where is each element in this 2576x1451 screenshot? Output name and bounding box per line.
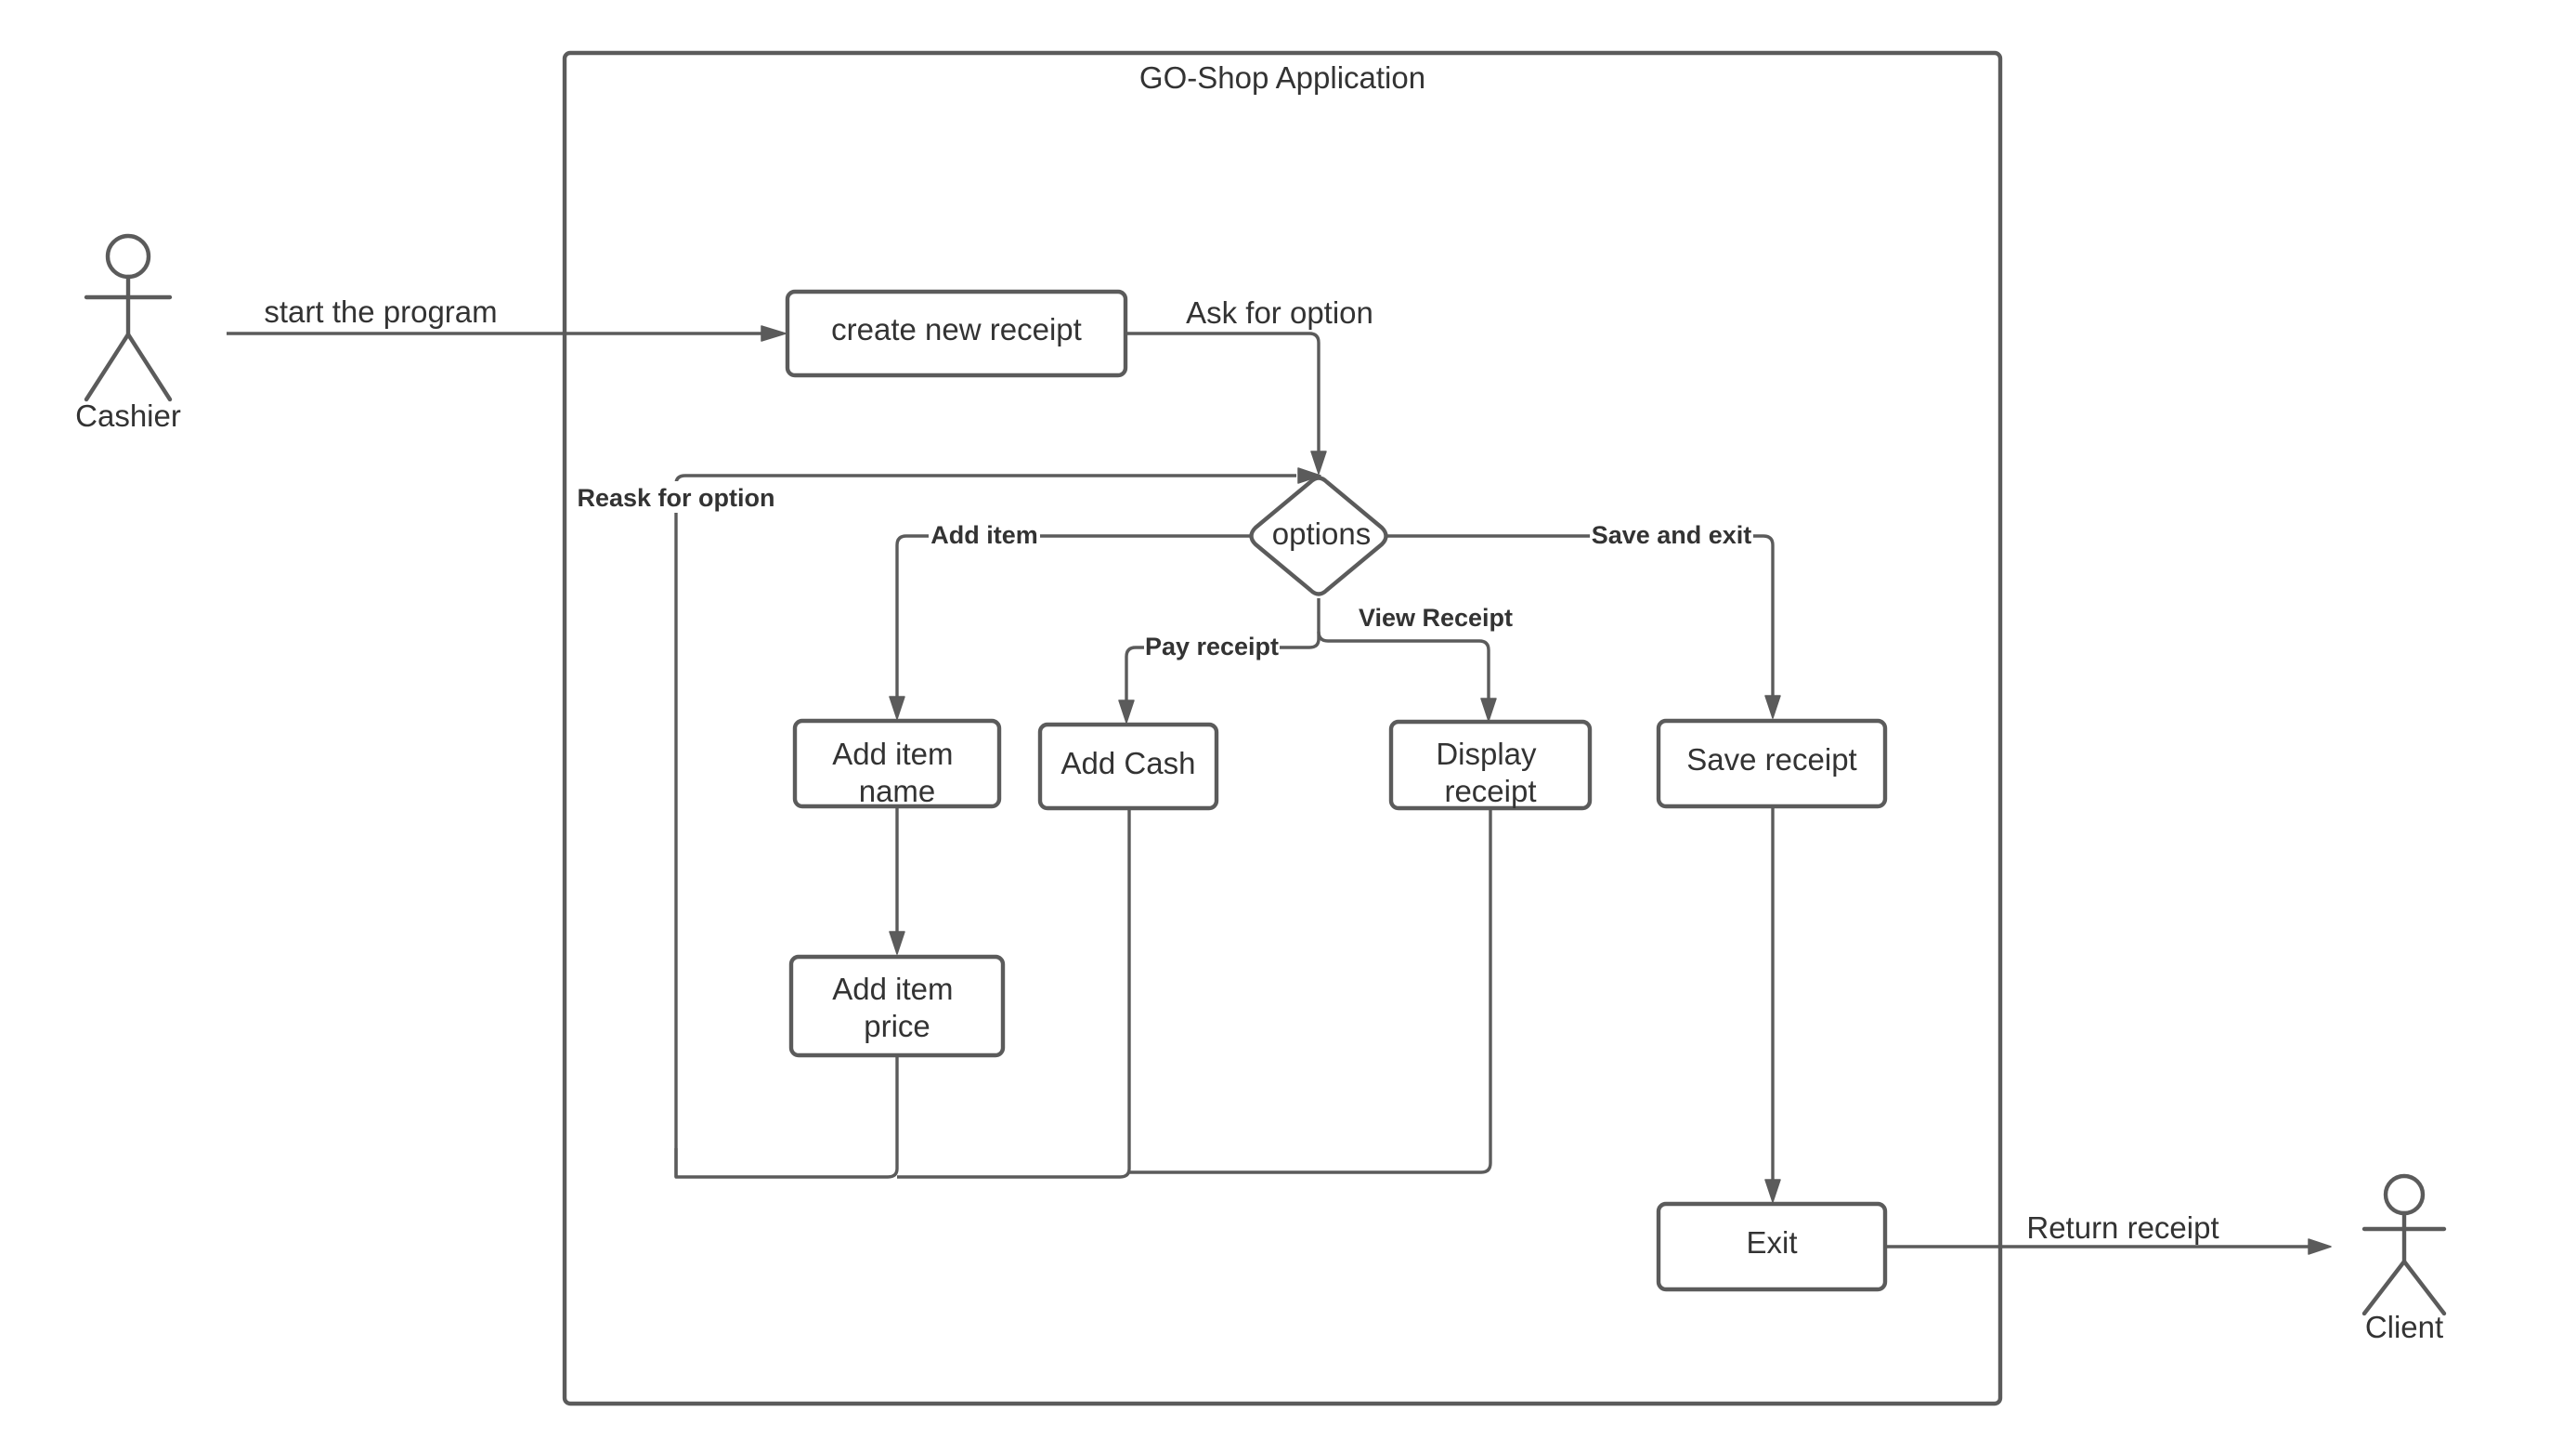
save-receipt-box <box>1656 718 1888 809</box>
edge-save-exit <box>1382 534 1775 698</box>
system-title: GO-Shop Application <box>1139 60 1425 95</box>
exit-box <box>1656 1201 1888 1292</box>
arrowhead-save-to-exit <box>1764 1179 1781 1203</box>
arrowhead-add-item <box>889 696 905 720</box>
label-return-receipt: Return receipt <box>2026 1210 2218 1245</box>
add-item-price-box <box>788 954 1006 1058</box>
exit-node: Exit <box>1656 1201 1888 1292</box>
arrowhead-save-exit <box>1764 695 1781 719</box>
edge-return-from-cash <box>897 808 1131 1179</box>
add-item-price-label: Add item price <box>832 972 961 1043</box>
create-receipt-node: create new receipt <box>785 289 1128 378</box>
system-boundary <box>562 50 2003 1406</box>
options-label: options <box>1272 516 1371 551</box>
connectors <box>227 325 2332 1255</box>
create-receipt-label: create new receipt <box>831 312 1082 346</box>
display-receipt-line-2: receipt <box>1444 774 1536 808</box>
add-item-price-node: Add item price <box>788 954 1006 1058</box>
label-bg-pay-receipt <box>1144 632 1280 663</box>
label-bg-save-exit <box>1590 520 1753 552</box>
display-receipt-box <box>1388 719 1593 811</box>
edge-view-receipt <box>1317 631 1490 700</box>
add-item-name-line-2: name <box>859 774 936 808</box>
label-reask-option: Reask for option <box>577 484 774 512</box>
options-diamond <box>1249 476 1388 596</box>
options-node: options <box>1249 476 1388 596</box>
client-head <box>2383 1173 2426 1216</box>
add-item-name-box <box>792 718 1002 809</box>
arrowhead-start <box>761 325 787 342</box>
edge-return-from-display <box>1129 808 1492 1174</box>
add-item-name-line-1: Add item <box>832 737 953 771</box>
label-save-exit: Save and exit <box>1592 521 1752 549</box>
add-cash-node: Add Cash <box>1037 722 1219 811</box>
edge-labels: start the program Ask for option Reask f… <box>264 294 2218 1245</box>
client-left-leg <box>2361 1259 2407 1316</box>
edge-ask-option <box>1122 332 1321 453</box>
label-bg-reask <box>576 481 776 513</box>
display-receipt-node: Display receipt <box>1388 719 1593 811</box>
cashier-left-leg <box>84 332 131 402</box>
label-view-receipt: View Receipt <box>1359 604 1513 632</box>
add-item-name-label: Add item name <box>832 737 961 808</box>
label-add-item: Add item <box>930 521 1038 549</box>
client-right-leg <box>2401 1259 2447 1316</box>
cashier-right-leg <box>125 332 173 402</box>
arrowhead-return-receipt <box>2308 1238 2332 1255</box>
edge-return-from-price <box>674 1056 899 1179</box>
client-label: Client <box>2365 1310 2443 1344</box>
create-receipt-box <box>785 289 1128 378</box>
add-item-name-node: Add item name <box>792 718 1002 809</box>
label-ask-option: Ask for option <box>1186 295 1373 330</box>
add-cash-label: Add Cash <box>1061 746 1196 780</box>
arrowhead-pay-receipt <box>1118 699 1135 724</box>
display-receipt-label: Display receipt <box>1436 737 1544 808</box>
display-receipt-line-1: Display <box>1436 737 1537 771</box>
save-receipt-label: Save receipt <box>1686 742 1856 777</box>
arrowhead-name-to-price <box>889 931 905 955</box>
add-cash-box <box>1037 722 1219 811</box>
save-receipt-node: Save receipt <box>1656 718 1888 809</box>
add-item-price-line-1: Add item <box>832 972 953 1006</box>
arrowhead-ask-option <box>1310 451 1327 475</box>
label-bg-add-item <box>929 520 1040 552</box>
edge-add-item <box>895 534 1255 699</box>
cashier-actor: Cashier <box>75 233 181 433</box>
arrowhead-view-receipt <box>1480 698 1497 722</box>
cashier-head <box>105 233 151 280</box>
exit-label: Exit <box>1746 1225 1797 1260</box>
cashier-label: Cashier <box>75 399 181 433</box>
label-start: start the program <box>264 294 497 329</box>
label-pay-receipt: Pay receipt <box>1145 633 1279 660</box>
arrowhead-reask-option <box>1297 467 1321 484</box>
client-actor: Client <box>2361 1173 2447 1344</box>
add-item-price-line-2: price <box>864 1009 930 1043</box>
